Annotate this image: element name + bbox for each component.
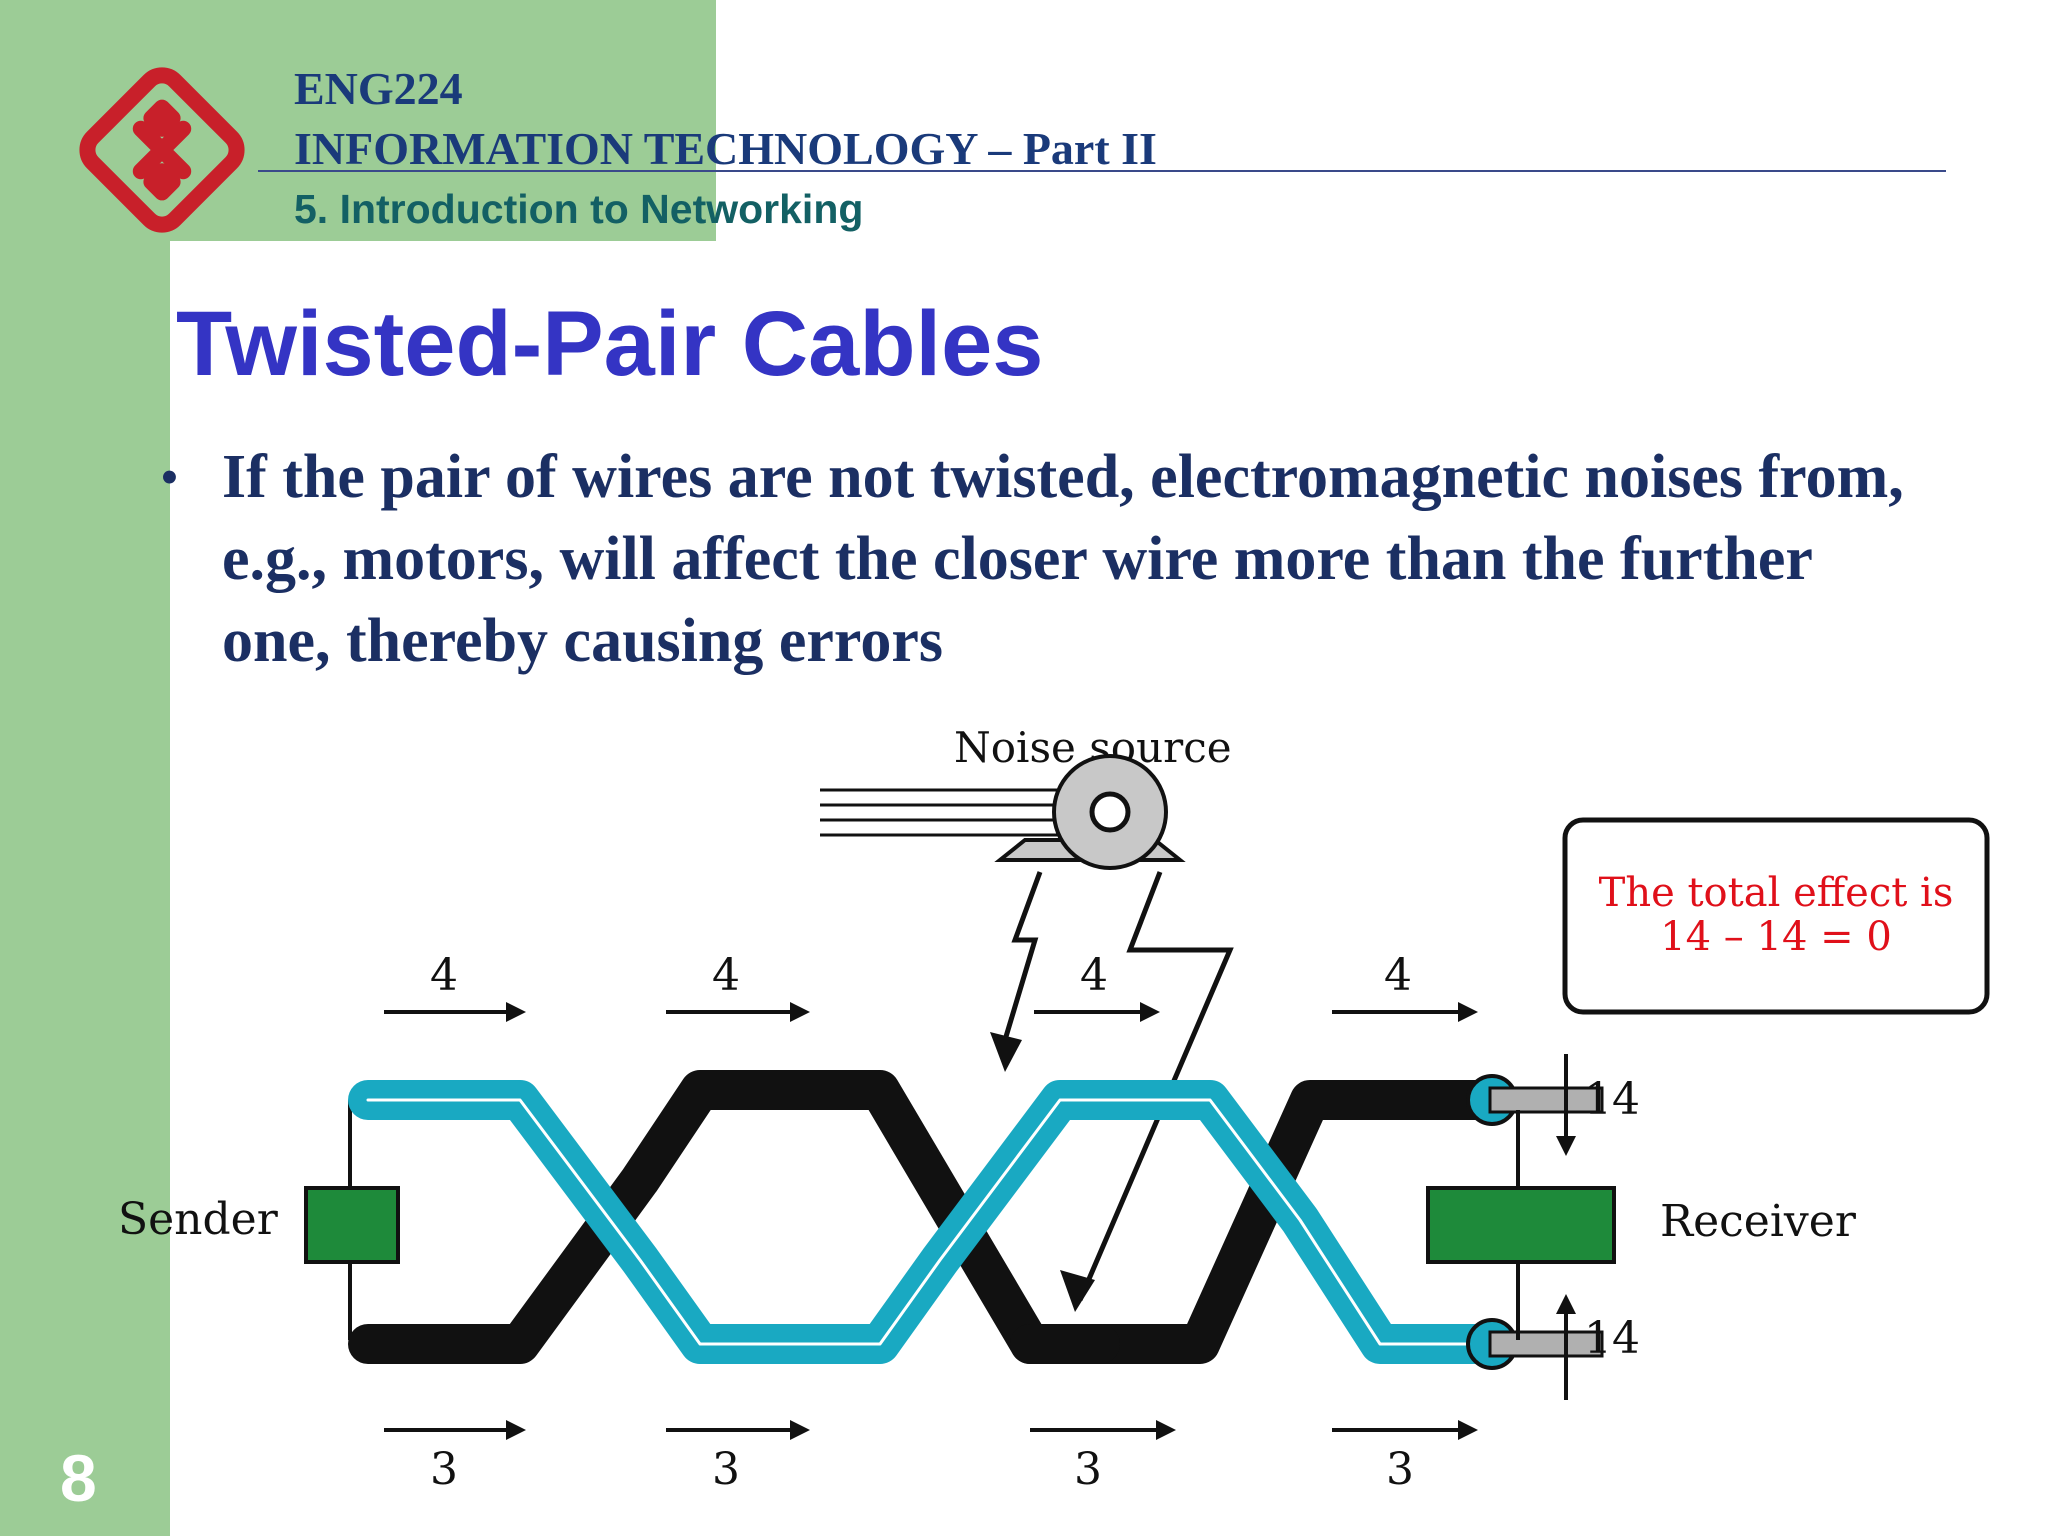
total-effect-line-2: 14 – 14 = 0 — [1660, 914, 1892, 960]
bottom-value-1: 3 — [430, 1444, 458, 1495]
total-effect-line-1: The total effect is — [1599, 870, 1954, 916]
course-name: INFORMATION TECHNOLOGY – Part II — [294, 123, 1157, 174]
bottom-value-4: 3 — [1386, 1444, 1414, 1495]
receiver-device — [1426, 1186, 1616, 1264]
top-value-4: 4 — [1384, 950, 1412, 1001]
bottom-value-2: 3 — [712, 1444, 740, 1495]
top-value-3: 4 — [1080, 950, 1108, 1001]
university-logo-icon — [79, 67, 245, 233]
receiver-bottom-value: 14 — [1584, 1313, 1640, 1364]
course-code: ENG224 — [294, 63, 463, 114]
receiver-top-value: 14 — [1584, 1074, 1640, 1125]
bullet-text: If the pair of wires are not twisted, el… — [222, 443, 1904, 675]
top-value-2: 4 — [712, 950, 740, 1001]
receiver-terminals — [1466, 1074, 1604, 1370]
top-value-1: 4 — [430, 950, 458, 1001]
total-effect-box — [1562, 817, 1990, 1015]
motor-icon — [820, 754, 1186, 870]
twisted-pair-diagram: Noise source The total effect is 14 – 14… — [118, 723, 1990, 1495]
noise-bolt-icon — [1002, 871, 1234, 1301]
receiver-label: Receiver — [1660, 1196, 1857, 1247]
bottom-value-3: 3 — [1074, 1444, 1102, 1495]
header-divider — [258, 170, 1946, 172]
sender-label: Sender — [118, 1194, 279, 1245]
twisted-pair-cable — [348, 1070, 1510, 1364]
bullet-marker: • — [160, 447, 179, 507]
sender-device — [304, 1186, 400, 1264]
noise-arrow-heads — [990, 1032, 1095, 1312]
left-green-band — [0, 0, 170, 1536]
chapter-title: 5. Introduction to Networking — [294, 186, 864, 232]
slide-title: Twisted-Pair Cables — [176, 293, 1044, 395]
slide-number: 8 — [60, 1441, 97, 1515]
